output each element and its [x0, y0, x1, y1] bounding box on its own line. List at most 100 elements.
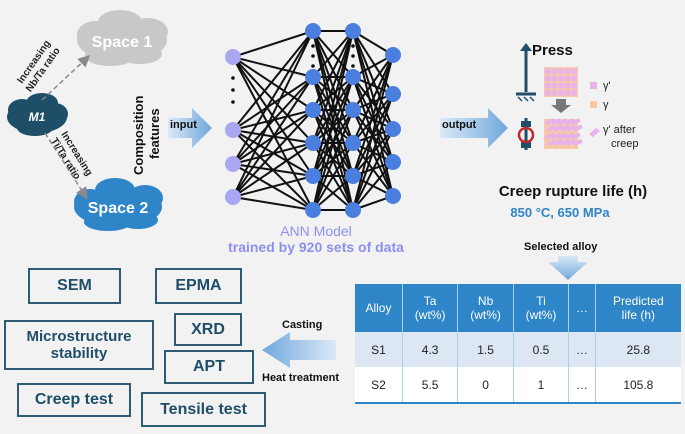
ann-node [225, 189, 241, 205]
gamma-prime-precipitate [571, 82, 577, 89]
header-ti: Ti(wt%) [513, 284, 570, 332]
ann-edge [352, 54, 394, 211]
ann-node [225, 49, 241, 65]
gamma-prime-precipitate [557, 132, 568, 140]
heat-treatment-label: Heat treatment [262, 372, 339, 384]
ann-edge [232, 30, 314, 131]
creep-specimen-icon [517, 118, 535, 150]
svg-text:Composition: Composition [131, 96, 146, 175]
arrow-to-space1 [41, 54, 91, 101]
microstructure-label-2: stability [50, 345, 108, 362]
ann-node [305, 102, 321, 118]
ann-ellipsis-dot [351, 54, 355, 58]
ann-edge [352, 30, 394, 163]
ann-edge [352, 161, 394, 211]
gamma-prime-precipitate [571, 75, 577, 82]
space2-label: Space 2 [88, 200, 149, 217]
cell-ellipsis: … [568, 367, 596, 404]
gamma-prime-precipitate [546, 124, 557, 132]
casting-arrow [262, 332, 336, 368]
ann-node [345, 135, 361, 151]
xrd-label: XRD [191, 320, 225, 338]
gamma-prime-precipitate [571, 90, 577, 96]
press-title: Press [532, 42, 573, 59]
ann-edge [312, 30, 354, 78]
gamma-prime-precipitate [558, 90, 564, 96]
down-arrow-icon [551, 99, 571, 113]
ti-ta-label: Increasing Ti/Ta ratio [48, 130, 94, 182]
m1-label: M1 [29, 110, 46, 124]
gamma-prime-microstructure [544, 67, 578, 97]
ann-node [345, 102, 361, 118]
ann-edge [312, 30, 354, 144]
svg-text:features: features [147, 108, 162, 159]
gamma-prime-precipitate [551, 75, 558, 82]
ann-ellipsis-dot [311, 54, 315, 58]
ann-nodes [225, 23, 401, 218]
ann-ellipsis-dot [311, 44, 315, 48]
ann-title: ANN Model [280, 223, 352, 239]
gamma-prime-precipitate [551, 90, 558, 96]
gamma-prime-precipitate [558, 75, 564, 82]
header-alloy: Alloy [355, 284, 403, 332]
ann-edge [232, 76, 314, 131]
creep-microstructure [544, 118, 583, 149]
cell-ti: 1 [513, 367, 570, 404]
legend-gamma-after-swatch [589, 128, 600, 137]
tensile-test-box: Tensile test [141, 392, 266, 427]
creep-title: Creep rupture life (h) [499, 183, 647, 200]
legend-gamma-after-1: γ' after [603, 124, 636, 136]
input-arrow [168, 108, 212, 148]
ann-node [305, 69, 321, 85]
composition-features-label: Composition features [131, 96, 162, 175]
gamma-prime-precipitate [551, 132, 562, 140]
cell-nb: 1.5 [457, 332, 514, 367]
ann-node [385, 154, 401, 170]
gamma-prime-precipitate [545, 82, 551, 89]
ann-node [345, 23, 361, 39]
casting-label: Casting [282, 319, 322, 331]
gamma-prime-precipitate [572, 124, 583, 132]
gamma-prime-precipitate [553, 138, 563, 147]
gamma-prime-precipitate [551, 82, 558, 89]
ann-node [305, 23, 321, 39]
ann-ellipsis-dot [351, 64, 355, 68]
space1-cloud [77, 10, 168, 66]
selected-alloy-table: Alloy Ta(wt%) Nb(wt%) Ti(wt%) … Predicte… [355, 284, 681, 404]
ann-edge [232, 76, 314, 198]
cell-nb: 0 [457, 367, 514, 404]
apt-label: APT [193, 358, 225, 375]
header-ta: Ta(wt%) [402, 284, 459, 332]
ann-node [345, 168, 361, 184]
ann-edge [352, 93, 394, 211]
gamma-prime-precipitate [571, 68, 577, 74]
ann-ellipsis-dot [231, 88, 235, 92]
ann-edge [312, 76, 354, 177]
cell-alloy: S1 [355, 332, 403, 367]
ann-edge [232, 30, 314, 165]
microstructure-label-1: Microstructure [26, 328, 132, 345]
ann-edge [232, 175, 314, 198]
press-icon [516, 43, 536, 102]
gamma-prime-precipitate [553, 124, 563, 132]
gamma-prime-precipitate [544, 118, 555, 126]
gamma-prime-precipitate [546, 138, 557, 147]
legend-gamma-prime-swatch [590, 82, 597, 89]
ann-node [225, 156, 241, 172]
gamma-prime-precipitate [545, 75, 551, 82]
table-row: S1 4.3 1.5 0.5 … 25.8 [355, 332, 681, 367]
gamma-prime-precipitate [572, 138, 583, 147]
ann-node [385, 188, 401, 204]
ann-edge [232, 142, 314, 198]
gamma-prime-precipitate [564, 132, 575, 140]
space1-label: Space 1 [92, 34, 153, 51]
legend-gamma-after-2: creep [611, 138, 639, 150]
legend-gamma: γ [603, 99, 609, 111]
ann-node [385, 86, 401, 102]
ann-edge [232, 56, 314, 211]
gamma-prime-precipitate [544, 132, 555, 140]
ann-ellipsis-dot [351, 44, 355, 48]
cell-predicted-life: 105.8 [595, 367, 681, 404]
